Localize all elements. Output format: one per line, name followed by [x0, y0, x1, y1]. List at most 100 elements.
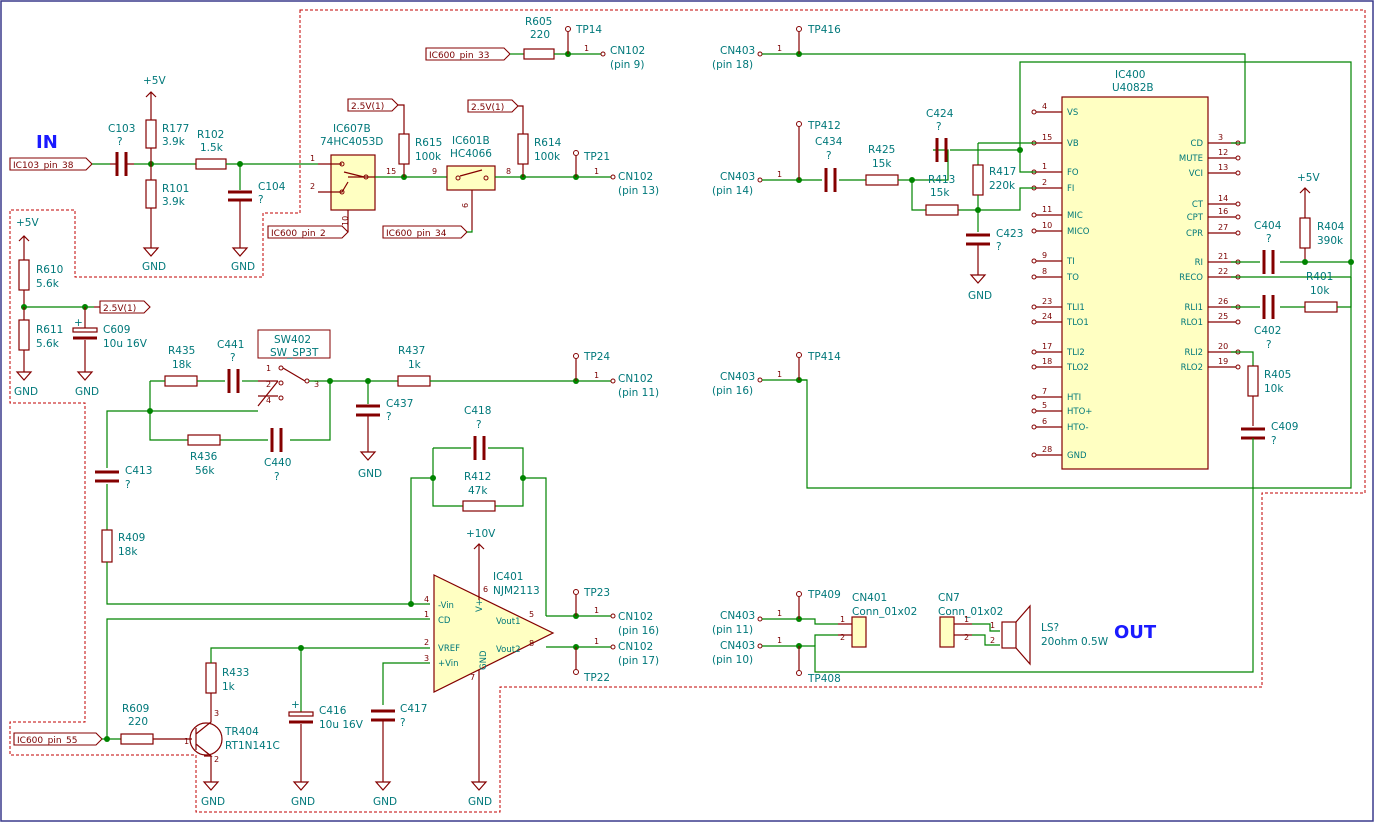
svg-text:C418: C418	[464, 405, 491, 417]
svg-text:GND: GND	[75, 386, 99, 398]
svg-text:RLO2: RLO2	[1181, 363, 1203, 373]
svg-text:+5V: +5V	[1297, 172, 1320, 184]
svg-text:C423: C423	[996, 228, 1023, 240]
cn102-pin11: 1 CN102 (pin 11)	[594, 371, 659, 399]
svg-text:2: 2	[310, 182, 315, 191]
svg-text:CN102: CN102	[618, 373, 653, 385]
svg-text:?: ?	[826, 150, 832, 162]
svg-text:R615: R615	[415, 137, 442, 149]
svg-text:IC600_pin_2: IC600_pin_2	[271, 229, 326, 239]
svg-text:VCI: VCI	[1189, 169, 1203, 179]
svg-text:R437: R437	[398, 345, 425, 357]
svg-text:25: 25	[1218, 312, 1228, 321]
c423-capacitor: C423 ? GND	[966, 210, 1023, 302]
svg-text:+5V: +5V	[143, 75, 166, 87]
svg-text:47k: 47k	[468, 485, 488, 497]
ic400-pin-vs: 4VS	[1031, 102, 1078, 118]
svg-text:-Vin: -Vin	[438, 601, 454, 611]
svg-text:2: 2	[424, 638, 429, 647]
svg-text:CN102: CN102	[618, 171, 653, 183]
c424-capacitor: C424 ?	[926, 108, 954, 162]
ic600-pin-33-flag: IC600_pin_33	[425, 47, 511, 61]
svg-text:TP24: TP24	[583, 351, 610, 363]
svg-text:1: 1	[424, 610, 429, 619]
svg-text:CN102: CN102	[618, 611, 653, 623]
svg-text:+Vin: +Vin	[438, 659, 459, 669]
c437-capacitor: C437 ? GND	[356, 381, 413, 480]
svg-text:5: 5	[529, 610, 534, 619]
svg-text:1: 1	[777, 636, 782, 645]
svg-text:14: 14	[1218, 194, 1228, 203]
svg-text:23: 23	[1042, 297, 1052, 306]
svg-text:+: +	[74, 317, 83, 329]
svg-text:MIC: MIC	[1067, 211, 1083, 221]
svg-text:18k: 18k	[172, 359, 192, 371]
svg-text:HTO+: HTO+	[1067, 407, 1092, 417]
svg-text:C404: C404	[1254, 220, 1282, 232]
svg-text:13: 13	[1218, 163, 1228, 172]
svg-text:R404: R404	[1317, 221, 1345, 233]
svg-text:100k: 100k	[415, 151, 442, 163]
svg-text:10: 10	[1042, 221, 1052, 230]
svg-text:C440: C440	[264, 457, 291, 469]
svg-text:GND: GND	[201, 796, 225, 808]
svg-text:1: 1	[594, 167, 599, 176]
svg-text:1: 1	[594, 606, 599, 615]
c413-capacitor: C413 ?	[95, 465, 152, 491]
svg-text:5: 5	[1042, 401, 1047, 410]
gnd-ic401: GND	[468, 781, 492, 808]
svg-text:GND: GND	[358, 468, 382, 480]
svg-text:CN401: CN401	[852, 592, 887, 604]
svg-text:+: +	[291, 699, 300, 711]
svg-text:GND: GND	[373, 796, 397, 808]
svg-text:R412: R412	[464, 471, 491, 483]
svg-text:R102: R102	[197, 129, 224, 141]
svg-text:CD: CD	[1191, 139, 1204, 149]
svg-text:9: 9	[432, 167, 437, 176]
svg-text:1: 1	[1042, 162, 1047, 171]
svg-text:R614: R614	[534, 137, 562, 149]
r615-resistor: R615 100k	[398, 110, 442, 177]
r101-resistor: R101 3.9k GND	[142, 164, 189, 273]
ic103-pin-38-flag: IC103_pin_38	[9, 157, 93, 171]
svg-text:HC4066: HC4066	[450, 148, 492, 160]
svg-text:C434: C434	[815, 136, 843, 148]
svg-text:R425: R425	[868, 144, 895, 156]
svg-text:56k: 56k	[195, 465, 215, 477]
r412-resistor: R412 47k	[462, 471, 496, 512]
r413-resistor: R413 15k	[925, 174, 959, 216]
r409-resistor: R409 18k	[101, 529, 145, 563]
cn403-pin14: CN403 (pin 14) 1	[712, 170, 782, 197]
svg-text:IC601B: IC601B	[452, 135, 490, 147]
svg-text:1: 1	[266, 364, 271, 373]
c404-capacitor: C404 ?	[1254, 220, 1282, 274]
svg-text:C103: C103	[108, 123, 135, 135]
v25-flag-3: 2.5V(1)	[94, 300, 151, 314]
svg-text:10k: 10k	[1310, 285, 1330, 297]
svg-text:2: 2	[840, 633, 845, 642]
c402-capacitor: C402 ?	[1254, 295, 1281, 351]
tp23-testpoint: TP23	[573, 587, 610, 616]
svg-text:GND: GND	[231, 261, 255, 273]
r437-resistor: R437 1k	[397, 345, 431, 387]
svg-text:?: ?	[936, 121, 942, 133]
svg-text:TLI2: TLI2	[1066, 348, 1085, 358]
svg-text:(pin 16): (pin 16)	[712, 385, 753, 397]
svg-text:RLI1: RLI1	[1184, 303, 1203, 313]
svg-text:?: ?	[996, 241, 1002, 253]
r102-resistor: R102 1.5k	[195, 129, 227, 170]
svg-text:6: 6	[461, 203, 470, 208]
svg-text:(pin 16): (pin 16)	[618, 625, 659, 637]
svg-text:GND: GND	[142, 261, 166, 273]
svg-text:C609: C609	[103, 324, 130, 336]
v25-flag-1: 2.5V(1)	[347, 98, 405, 112]
tp24-testpoint: TP24	[573, 351, 610, 381]
svg-text:Vout2: Vout2	[496, 645, 520, 655]
